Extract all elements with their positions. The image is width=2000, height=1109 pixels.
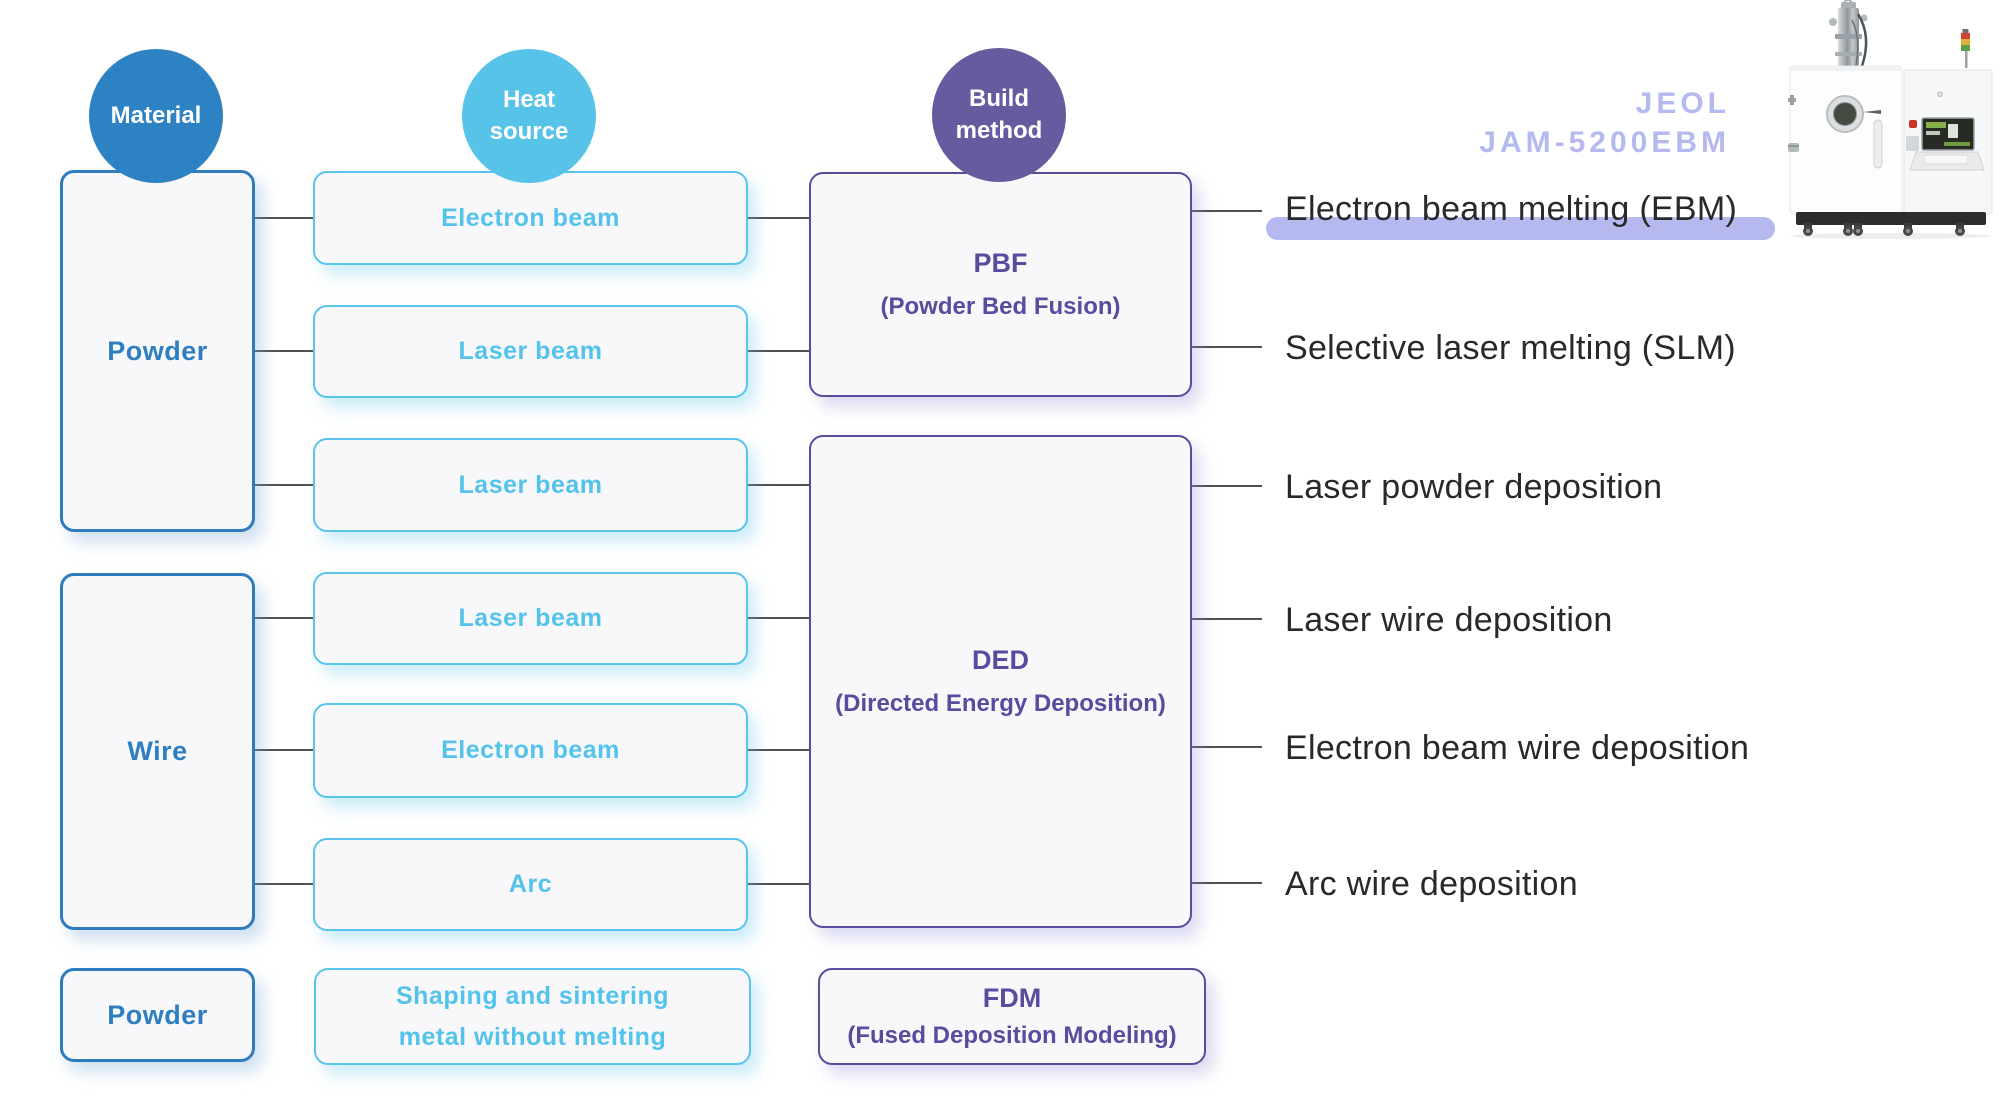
connector-line — [748, 883, 809, 885]
build-box-full-name: (Powder Bed Fusion) — [880, 293, 1121, 320]
material-box-label: Powder — [107, 999, 208, 1030]
material-box-wire: Wire — [60, 573, 255, 930]
heat-header-line2: source — [489, 118, 569, 145]
heat-box-label: Laser beam — [458, 470, 603, 499]
svg-text:⚙: ⚙ — [1936, 90, 1943, 99]
heat-box-electron-beam-1: Electron beam — [313, 171, 748, 265]
heat-box-electron-beam-2: Electron beam — [313, 703, 748, 798]
build-header-line1: Build — [969, 85, 1029, 112]
heat-source-column-header: Heat source — [462, 49, 596, 183]
connector-line — [255, 217, 313, 219]
connector-line — [1192, 210, 1262, 212]
connector-line — [1192, 618, 1262, 620]
control-console-icon: ⚙ — [1906, 90, 1985, 171]
material-header-label: Material — [110, 102, 202, 129]
ebm-machine-photo: ⚙ — [1788, 0, 1993, 239]
connector-line — [748, 749, 809, 751]
material-column-header: Material — [89, 49, 223, 183]
connector-line — [748, 484, 809, 486]
method-label-laser-powder-deposition: Laser powder deposition — [1285, 468, 1663, 506]
connector-line — [748, 617, 809, 619]
material-box-label: Wire — [127, 736, 188, 766]
method-label-slm: Selective laser melting (SLM) — [1285, 329, 1736, 367]
brand-line-model: JAM-5200EBM — [1479, 126, 1730, 159]
connector-line — [255, 883, 313, 885]
connector-line — [1192, 485, 1262, 487]
signal-tower-icon — [1961, 29, 1970, 68]
method-label-electron-beam-wire-deposition: Electron beam wire deposition — [1285, 729, 1750, 767]
connector-line — [748, 350, 809, 352]
highlight-pill — [1266, 217, 1775, 240]
heat-box-laser-beam-2: Laser beam — [313, 438, 748, 532]
connector-line — [255, 617, 313, 619]
build-box-fdm: FDM (Fused Deposition Modeling) — [818, 968, 1206, 1065]
heat-box-label: Arc — [508, 870, 553, 898]
brand-text: JEOL JAM-5200EBM — [1430, 84, 1730, 162]
heat-header-line1: Heat — [502, 86, 556, 113]
heat-box-label-line1: Shaping and sintering — [395, 981, 669, 1010]
method-label-ebm: Electron beam melting (EBM) — [1285, 190, 1738, 228]
build-box-abbr: DED — [971, 645, 1029, 675]
heat-box-label-line2: metal without melting — [398, 1022, 667, 1051]
brand-line-jeol: JEOL — [1635, 87, 1730, 120]
heat-box-laser-beam-1: Laser beam — [313, 305, 748, 398]
heat-box-label: Laser beam — [458, 604, 603, 632]
material-box-powder-1: Powder — [60, 170, 255, 532]
method-label-laser-wire-deposition: Laser wire deposition — [1285, 601, 1613, 639]
build-box-pbf: PBF (Powder Bed Fusion) — [809, 172, 1192, 397]
connector-line — [255, 749, 313, 751]
heat-box-label: Electron beam — [441, 736, 620, 764]
build-method-column-header: Build method — [932, 48, 1066, 182]
connector-line — [748, 217, 809, 219]
material-box-label: Powder — [107, 335, 208, 366]
method-label-arc-wire-deposition: Arc wire deposition — [1285, 865, 1578, 903]
heat-box-label: Electron beam — [441, 203, 620, 232]
build-box-full-name: (Directed Energy Deposition) — [835, 690, 1166, 717]
heat-box-arc: Arc — [313, 838, 748, 931]
heat-box-shaping-sintering: Shaping and sintering metal without melt… — [314, 968, 751, 1065]
build-box-full-name: (Fused Deposition Modeling) — [847, 1022, 1177, 1049]
connector-line — [1192, 346, 1262, 348]
heat-box-laser-beam-3: Laser beam — [313, 572, 748, 665]
material-box-powder-2: Powder — [60, 968, 255, 1062]
electron-gun-column-icon — [1829, 0, 1868, 68]
connector-line — [255, 484, 313, 486]
build-header-line2: method — [955, 117, 1043, 144]
build-box-abbr: PBF — [973, 248, 1028, 278]
connector-line — [1192, 746, 1262, 748]
heat-box-label: Laser beam — [458, 337, 603, 365]
ground-shadow — [1791, 233, 1991, 239]
machine-base-icon — [1796, 212, 1986, 236]
build-box-ded: DED (Directed Energy Deposition) — [809, 435, 1192, 928]
build-box-abbr: FDM — [982, 983, 1042, 1013]
connector-line — [1192, 882, 1262, 884]
connector-line — [255, 350, 313, 352]
porthole-window-icon — [1826, 95, 1881, 133]
